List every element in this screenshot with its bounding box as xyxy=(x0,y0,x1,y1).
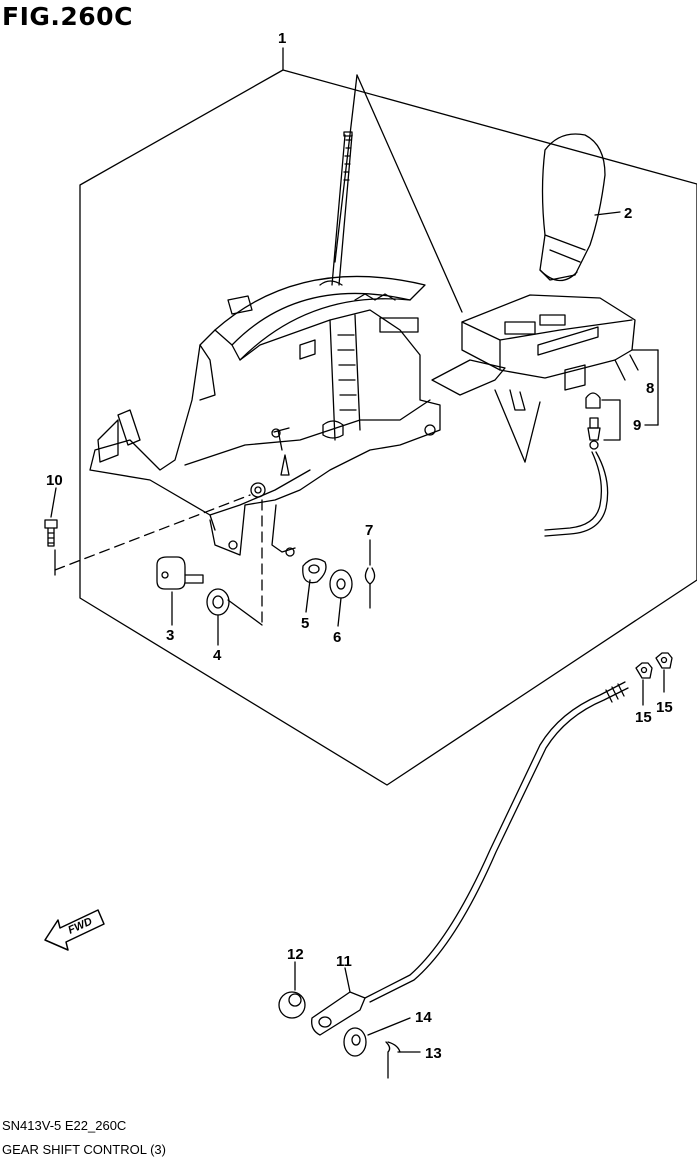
cotter-pin-part-7 xyxy=(364,567,376,609)
callout-14: 14 xyxy=(415,1009,432,1026)
bulb-part-9 xyxy=(544,392,609,537)
callout-6: 6 xyxy=(333,629,341,646)
shift-knob-part-2 xyxy=(539,133,606,282)
pin-part-3 xyxy=(156,556,204,590)
explode-line xyxy=(494,389,526,463)
callout-8: 8 xyxy=(646,380,654,397)
explode-line xyxy=(524,401,541,463)
callout-4: 4 xyxy=(213,647,222,664)
callout-3: 3 xyxy=(166,627,174,644)
figure-code: SN413V-5 E22_260C xyxy=(2,1118,127,1133)
callout-11: 11 xyxy=(336,953,352,970)
shift-lever-housing xyxy=(89,131,441,557)
callout-7: 7 xyxy=(365,522,373,539)
figure-title: FIG.260C xyxy=(2,2,133,31)
callout-9: 9 xyxy=(633,417,641,434)
callout-13: 13 xyxy=(425,1045,442,1062)
bushing-part-12 xyxy=(278,991,306,1019)
callout-5: 5 xyxy=(301,615,309,632)
callout-15a: 15 xyxy=(635,709,652,726)
explode-line xyxy=(356,74,463,313)
callout-1: 1 xyxy=(278,30,286,47)
fwd-direction-arrow: FWD xyxy=(44,909,105,951)
bushing-part-4 xyxy=(206,588,263,626)
bushing-part-5 xyxy=(302,558,327,584)
control-rod-part-11 xyxy=(311,681,629,1036)
callout-2: 2 xyxy=(624,205,632,222)
leader-lines xyxy=(50,211,665,1053)
leader-9 xyxy=(601,399,621,441)
figure-caption: GEAR SHIFT CONTROL (3) xyxy=(2,1142,166,1157)
explode-line xyxy=(334,74,358,263)
nut-part-15 xyxy=(635,652,673,679)
bolt-part-10 xyxy=(44,519,58,547)
washer-part-14 xyxy=(343,1027,367,1057)
callout-10: 10 xyxy=(46,472,63,489)
callout-15b: 15 xyxy=(656,699,673,716)
axis-line xyxy=(54,494,251,571)
callout-12: 12 xyxy=(287,946,304,963)
indicator-housing-part-8 xyxy=(431,294,639,411)
washer-part-6 xyxy=(329,569,353,599)
cotter-pin-part-13 xyxy=(385,1041,401,1079)
assembly-outline xyxy=(79,69,697,786)
